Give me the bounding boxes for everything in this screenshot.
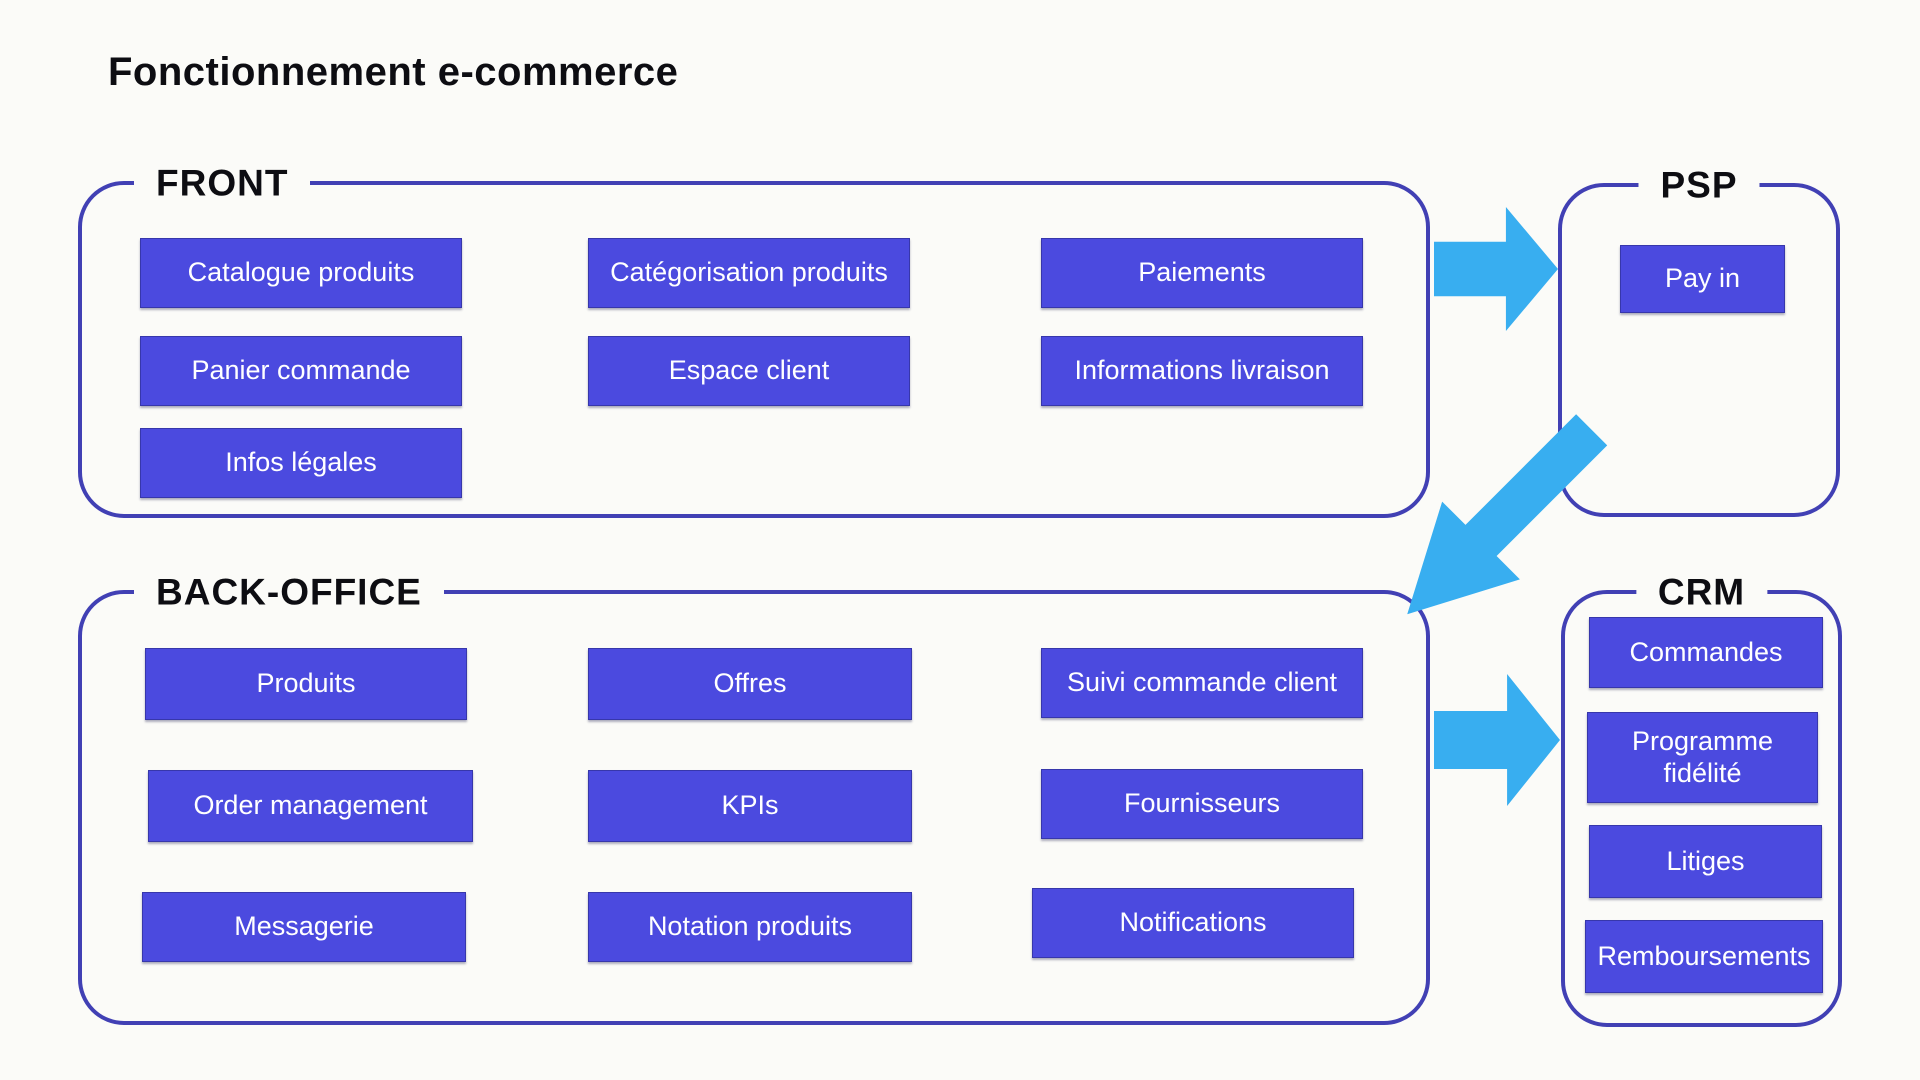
back-office-section: BACK-OFFICE <box>78 571 1430 1025</box>
crm-section: CRM <box>1561 571 1842 1027</box>
box-kpis: KPIs <box>588 770 912 842</box>
box-pay-in: Pay in <box>1620 245 1785 313</box>
psp-section-label: PSP <box>1638 164 1760 207</box>
box-offres: Offres <box>588 648 912 720</box>
box-notation-produits: Notation produits <box>588 892 912 962</box>
box-fournisseurs: Fournisseurs <box>1041 769 1363 839</box>
box-litiges: Litiges <box>1589 825 1822 898</box>
box-notifications: Notifications <box>1032 888 1354 958</box>
back-office-section-label: BACK-OFFICE <box>134 571 444 614</box>
box-remboursements: Remboursements <box>1585 920 1823 993</box>
front-section: FRONT <box>78 162 1430 518</box>
front-section-label: FRONT <box>134 162 311 205</box>
box-panier-commande: Panier commande <box>140 336 462 406</box>
box-commandes: Commandes <box>1589 617 1823 688</box>
box-suivi-commande-client: Suivi commande client <box>1041 648 1363 718</box>
back-office-to-crm-arrow-icon <box>1434 674 1560 806</box>
box-infos-legales: Infos légales <box>140 428 462 498</box>
box-espace-client: Espace client <box>588 336 910 406</box>
box-categorisation-produits: Catégorisation produits <box>588 238 910 308</box>
box-order-management: Order management <box>148 770 473 842</box>
box-informations-livraison: Informations livraison <box>1041 336 1363 406</box>
box-programme-fidelite: Programme fidélité <box>1587 712 1818 803</box>
front-to-psp-arrow-icon <box>1434 207 1558 331</box>
crm-section-label: CRM <box>1635 571 1768 614</box>
box-produits: Produits <box>145 648 467 720</box>
page-title: Fonctionnement e-commerce <box>108 50 679 94</box>
box-catalogue-produits: Catalogue produits <box>140 238 462 308</box>
box-paiements: Paiements <box>1041 238 1363 308</box>
box-messagerie: Messagerie <box>142 892 466 962</box>
psp-section: PSP <box>1558 164 1840 517</box>
